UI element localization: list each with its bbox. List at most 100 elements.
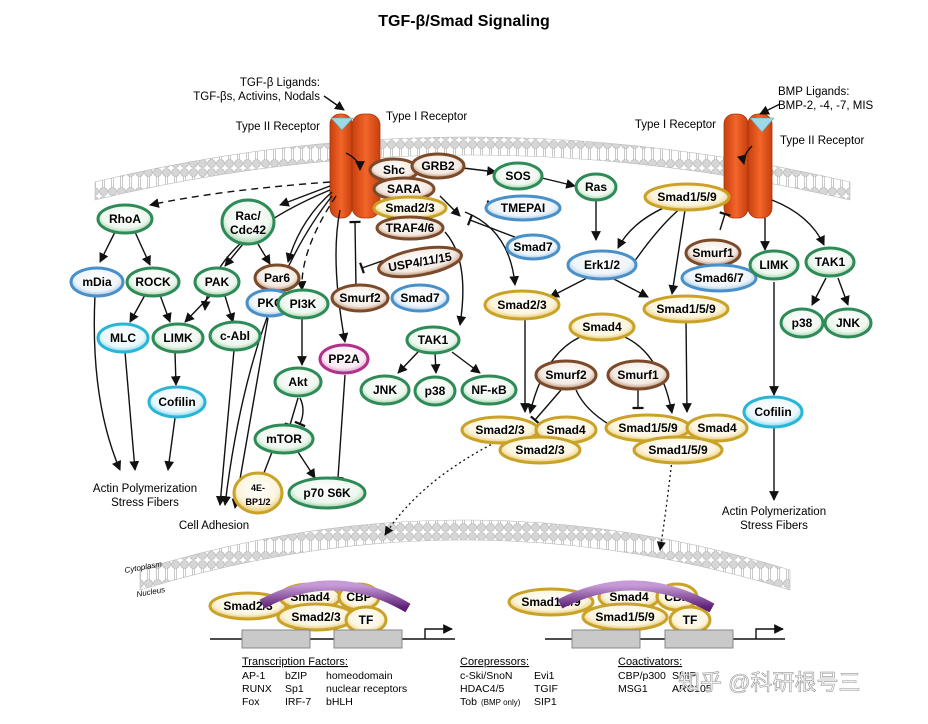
node-label: mDia xyxy=(82,275,112,289)
cbp-arc xyxy=(259,580,411,613)
node-label: TF xyxy=(359,613,374,627)
node-mtor: mTOR xyxy=(253,423,315,455)
node-label: Cofilin xyxy=(158,395,195,409)
node-shape xyxy=(568,312,636,342)
node-label: Akt xyxy=(288,375,307,389)
right-type-i-label: Type I Receptor xyxy=(635,119,716,131)
left-type-i-label: Type I Receptor xyxy=(386,111,467,123)
tf-cell: bHLH xyxy=(326,696,353,708)
node-label: JNK xyxy=(836,316,860,330)
corep-cell: Evi1 xyxy=(534,670,555,682)
promoter-arrow-icon xyxy=(755,624,784,639)
node-p38-l: p38 xyxy=(413,375,457,407)
node-nuc-r-c: Smad1/5/9 xyxy=(581,602,669,632)
corep-cell: Tob xyxy=(460,696,477,708)
node-label: Smad2/3 xyxy=(475,423,525,437)
bmp-ligands-label: BMP Ligands: xyxy=(778,86,849,98)
node-grb2: GRB2 xyxy=(410,152,466,180)
node-label: TMEPAI xyxy=(501,201,545,215)
node-cplx-r-c: Smad1/5/9 xyxy=(632,435,724,465)
node-label: Smad1/5/9 xyxy=(656,302,716,316)
node-smad67: Smad6/7 xyxy=(680,263,758,293)
nuclear-membrane xyxy=(139,519,791,591)
node-label: Cofilin xyxy=(754,405,791,419)
node-p38-r: p38 xyxy=(779,307,825,339)
node-cofilin-l: Cofilin xyxy=(147,385,207,419)
node-shape xyxy=(413,375,457,407)
nuclear-complex-right xyxy=(545,580,785,649)
tf-cell: AP-1 xyxy=(242,670,266,682)
node-shape xyxy=(680,263,758,293)
node-shape xyxy=(125,266,181,298)
node-shape xyxy=(220,198,276,246)
node-label: Smad7 xyxy=(513,240,553,254)
dna-box xyxy=(664,629,734,649)
node-label: TAK1 xyxy=(418,333,449,347)
promoter-arrow-icon xyxy=(424,624,453,639)
node-jnk-l: JNK xyxy=(359,374,411,406)
node-label: Rac/ xyxy=(235,209,261,223)
node-label: Par6 xyxy=(264,271,290,285)
cbp-arc xyxy=(557,580,715,613)
node-shape xyxy=(779,307,825,339)
node-smad7-a: Smad7 xyxy=(505,233,561,261)
node-shape xyxy=(390,283,450,313)
node-label: NF-κB xyxy=(471,383,507,397)
node-label: ROCK xyxy=(135,275,171,289)
node-usp: USP4/11/15 xyxy=(377,245,463,279)
node-label: Smad1/5/9 xyxy=(595,610,655,624)
node-label: PP2A xyxy=(328,352,360,366)
transcription-factor-table: Transcription Factors: AP-1 bZIP homeodo… xyxy=(242,656,407,708)
node-label: PKC xyxy=(257,296,283,310)
node-limk-r: LIMK xyxy=(748,249,800,281)
right-type-ii-label: Type II Receptor xyxy=(780,135,865,147)
node-label: LIMK xyxy=(759,258,789,272)
coactivator-table: Coactivators: CBP/p300 SNIP MSG1 ARC105 xyxy=(618,656,712,695)
node-smad4-free: Smad4 xyxy=(568,312,636,342)
node-shape xyxy=(232,471,284,515)
node-jnk-r: JNK xyxy=(823,307,873,339)
node-pi3k: PI3K xyxy=(276,288,330,320)
node-shape xyxy=(460,374,518,406)
node-label: p38 xyxy=(425,384,446,398)
node-label: Cdc42 xyxy=(230,223,266,237)
node-shape xyxy=(505,233,561,261)
node-shape xyxy=(606,359,670,391)
node-tak1-r: TAK1 xyxy=(804,246,856,278)
corep-cell: SIP1 xyxy=(534,696,557,708)
tgf-ligands-list: TGF-βs, Activins, Nodals xyxy=(193,91,320,103)
node-shape xyxy=(151,322,205,354)
node-ras: Ras xyxy=(574,172,618,202)
node-s6k: p70 S6K xyxy=(287,476,367,510)
node-label: Smad1/5/9 xyxy=(618,421,678,435)
node-akt: Akt xyxy=(273,366,323,398)
node-smurf1-r: Smurf1 xyxy=(684,238,742,268)
coact-cell: CBP/p300 xyxy=(618,670,666,682)
node-par6: Par6 xyxy=(253,263,301,293)
node-shape xyxy=(69,266,125,298)
node-smurf2-a: Smurf2 xyxy=(330,283,390,313)
node-shape xyxy=(483,289,561,321)
node-smurf2-c: Smurf2 xyxy=(534,359,598,391)
node-label: Smurf1 xyxy=(692,246,734,260)
node-label: Erk1/2 xyxy=(584,258,620,272)
node-cplx-l-c: Smad2/3 xyxy=(498,435,582,465)
node-shape xyxy=(318,343,370,375)
tf-cell: Fox xyxy=(242,696,260,708)
tf-cell: IRF-7 xyxy=(285,696,311,708)
node-label: TRAF4/6 xyxy=(386,221,435,235)
tf-cell: nuclear receptors xyxy=(326,683,407,695)
node-label: Smad4 xyxy=(546,423,586,437)
node-smad7-b: Smad7 xyxy=(390,283,450,313)
node-limk-l: LIMK xyxy=(151,322,205,354)
diagram-title: TGF-β/Smad Signaling xyxy=(378,13,550,30)
node-label: Smad4 xyxy=(609,590,649,604)
coact-header: Coactivators: xyxy=(618,656,682,668)
node-cplx-r-b: Smad4 xyxy=(685,413,749,443)
node-shape xyxy=(377,245,463,279)
corep-header: Corepressors: xyxy=(460,656,529,668)
node-shape xyxy=(534,359,598,391)
bmp-ligands-list: BMP-2, -4, -7, MIS xyxy=(778,100,874,112)
tgf-ligands-label: TGF-β Ligands: xyxy=(240,77,320,89)
